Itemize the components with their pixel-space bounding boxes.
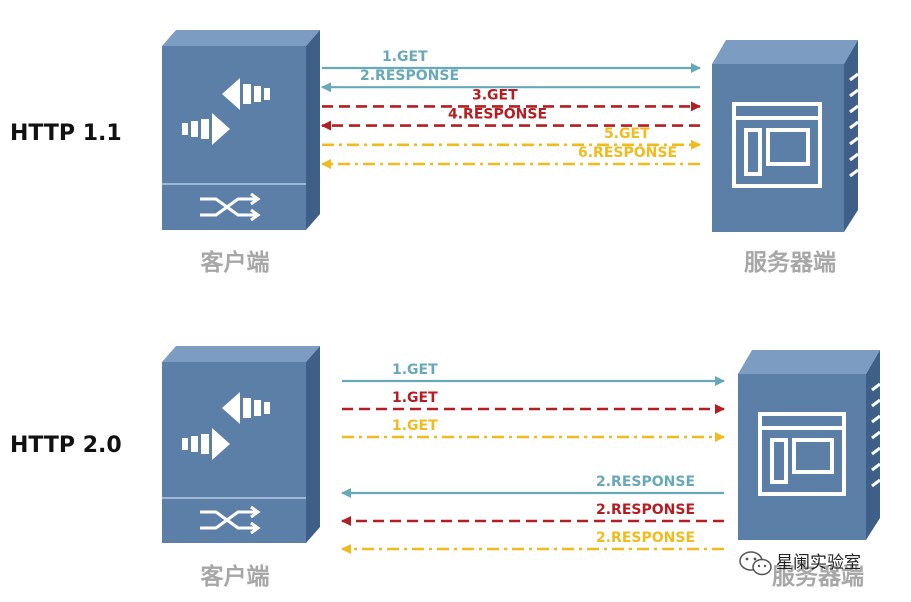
server-device-icon: [712, 40, 859, 232]
shuffle-icon: [200, 505, 261, 535]
protocol-label: HTTP 2.0: [10, 433, 122, 458]
panel-http-1-1: HTTP 1.1: [10, 30, 859, 276]
left-arrow-icon: [222, 392, 270, 424]
panel-http-2-0: HTTP 2.0: [10, 346, 881, 590]
watermark: 星阑实验室: [739, 551, 861, 576]
message-label: 2.RESPONSE: [596, 502, 695, 518]
message-label: 5.GET: [604, 126, 650, 142]
watermark-text: 星阑实验室: [776, 553, 861, 573]
server-label: 服务器端: [772, 564, 864, 590]
protocol-label: HTTP 1.1: [10, 121, 122, 146]
message-label: 1.GET: [382, 49, 428, 65]
message-label: 2.RESPONSE: [360, 68, 459, 84]
message-label: 2.RESPONSE: [596, 530, 695, 546]
message-label: 1.GET: [392, 390, 438, 406]
message-label: 3.GET: [472, 87, 518, 103]
client-label: 客户端: [201, 563, 270, 590]
message-list: 1.GET 2.RESPONSE 3.GET 4.RESPONSE 5.GET 6.RES…: [321, 49, 701, 169]
wechat-icon: [739, 551, 772, 576]
message-label: 6.RESPONSE: [578, 145, 677, 161]
shuffle-icon: [200, 192, 261, 222]
browser-window-icon: [758, 412, 846, 496]
message-list: 1.GET 1.GET 1.GET 2.RESPONSE 2.RESPONSE 2.RES…: [341, 362, 725, 554]
right-arrow-icon: [182, 428, 230, 460]
client-device-icon: [162, 346, 320, 543]
client-label: 客户端: [201, 249, 270, 276]
right-arrow-icon: [182, 113, 230, 145]
message-label: 1.GET: [392, 418, 438, 434]
message-label: 4.RESPONSE: [448, 107, 547, 123]
browser-window-icon: [732, 102, 822, 188]
server-device-icon: [738, 350, 881, 540]
server-label: 服务器端: [744, 250, 836, 276]
left-arrow-icon: [222, 78, 270, 110]
client-device-icon: [162, 30, 320, 230]
message-label: 1.GET: [392, 362, 438, 378]
message-label: 2.RESPONSE: [596, 474, 695, 490]
